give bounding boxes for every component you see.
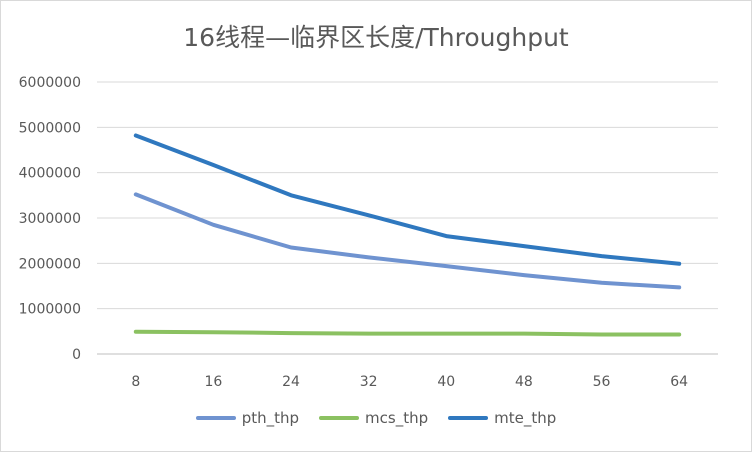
legend-item-mcs: mcs_thp [319, 409, 428, 427]
x-tick-label: 32 [360, 374, 378, 390]
x-tick-label: 48 [515, 374, 533, 390]
legend: pth_thp mcs_thp mte_thp [0, 409, 752, 427]
x-tick-label: 24 [282, 374, 300, 390]
legend-label-mcs: mcs_thp [365, 409, 429, 427]
x-tick-label: 64 [670, 374, 688, 390]
y-tick-label: 3000000 [19, 211, 81, 227]
series-line-mte_thp [133, 133, 682, 266]
x-tick-label: 56 [593, 374, 611, 390]
x-tick-label: 40 [437, 374, 455, 390]
series-line-pth_thp [133, 192, 682, 290]
legend-item-mte: mte_thp [448, 409, 556, 427]
legend-label-mte: mte_thp [494, 409, 557, 427]
y-tick-label: 5000000 [19, 120, 81, 136]
x-tick-label: 16 [205, 374, 223, 390]
chart-title: 16线程—临界区长度/Throughput [183, 23, 569, 52]
y-tick-label: 2000000 [19, 256, 81, 272]
legend-item-pth: pth_thp [195, 409, 300, 427]
y-tick-label: 4000000 [19, 166, 81, 182]
legend-label-pth: pth_thp [241, 409, 300, 427]
y-tick-label: 0 [72, 347, 81, 363]
legend-swatch-pth [195, 416, 236, 420]
legend-swatch-mte [448, 416, 489, 420]
y-tick-label: 6000000 [19, 75, 81, 91]
y-tick-label: 1000000 [19, 302, 81, 318]
series-line-mcs_thp [133, 329, 682, 337]
x-tick-label: 8 [131, 374, 140, 390]
legend-swatch-mcs [319, 416, 360, 420]
